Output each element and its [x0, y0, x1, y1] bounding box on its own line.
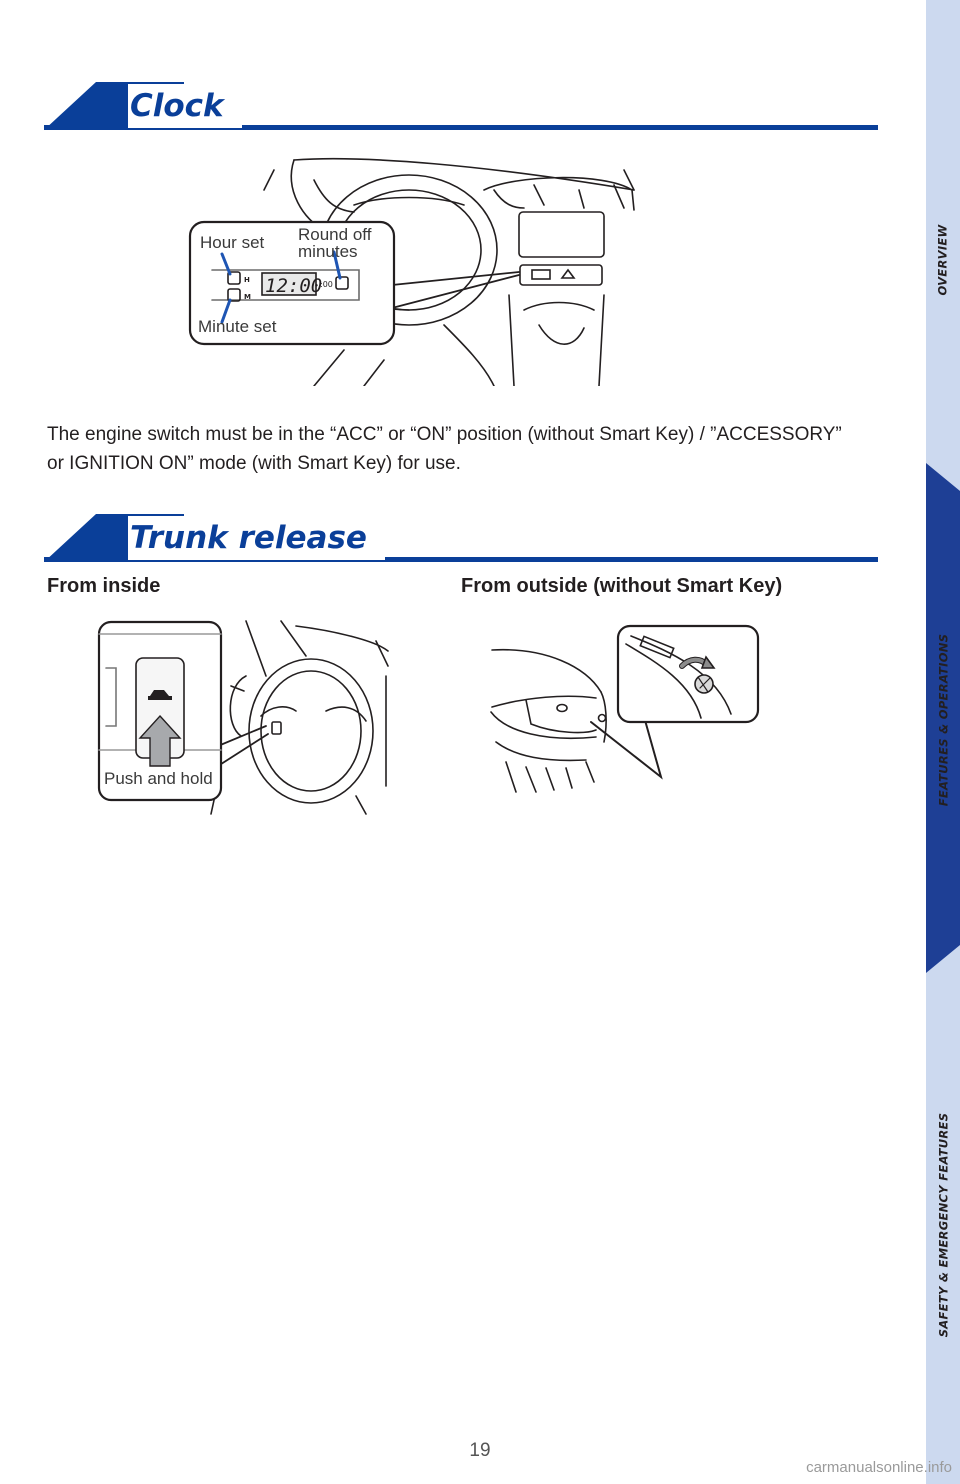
sidebar-item-label: FEATURES & OPERATIONS [936, 633, 951, 807]
header-rule [44, 557, 878, 562]
section-sidebar: OVERVIEW FEATURES & OPERATIONS SAFETY & … [926, 0, 960, 1484]
from-inside-heading: From inside [47, 575, 161, 597]
clock-section-header: Clock [44, 82, 878, 130]
trunk-section-header: Trunk release [44, 514, 878, 562]
page-number: 19 [469, 1440, 491, 1461]
trunk-outside-illustration [486, 622, 762, 802]
clock-usage-note: The engine switch must be in the “ACC” o… [47, 424, 842, 474]
watermark: carmanualsonline.info [806, 1459, 952, 1476]
sidebar-item-overview[interactable]: OVERVIEW [926, 160, 960, 360]
sidebar-item-label: SAFETY & EMERGENCY FEATURES [936, 1112, 950, 1338]
from-outside-heading: From outside (without Smart Key) [461, 575, 783, 597]
clock-section-title: Clock [128, 84, 242, 128]
clock-illustration: Hour set Round off minutes Minute set H … [184, 150, 644, 386]
minute-button-label: M [244, 293, 251, 301]
trunk-inside-illustration: Push and hold [96, 616, 396, 816]
hour-button-label: H [244, 276, 250, 284]
round-off-label-line1: Round off [298, 225, 372, 244]
push-and-hold-label: Push and hold [104, 769, 213, 788]
clock-display-time: 12:00 [265, 275, 322, 297]
sidebar-item-label: OVERVIEW [936, 224, 951, 296]
sidebar-active-tab [926, 463, 960, 973]
sidebar-item-safety-emergency[interactable]: SAFETY & EMERGENCY FEATURES [926, 1070, 960, 1380]
clock-display-round: :00 [320, 280, 333, 289]
trunk-section-title: Trunk release [128, 516, 385, 560]
header-rule [44, 125, 878, 130]
minute-set-label: Minute set [198, 317, 277, 336]
sidebar-item-features-operations[interactable]: FEATURES & OPERATIONS [926, 600, 960, 840]
round-off-label-line2: minutes [298, 242, 358, 261]
hour-set-label: Hour set [200, 233, 265, 252]
